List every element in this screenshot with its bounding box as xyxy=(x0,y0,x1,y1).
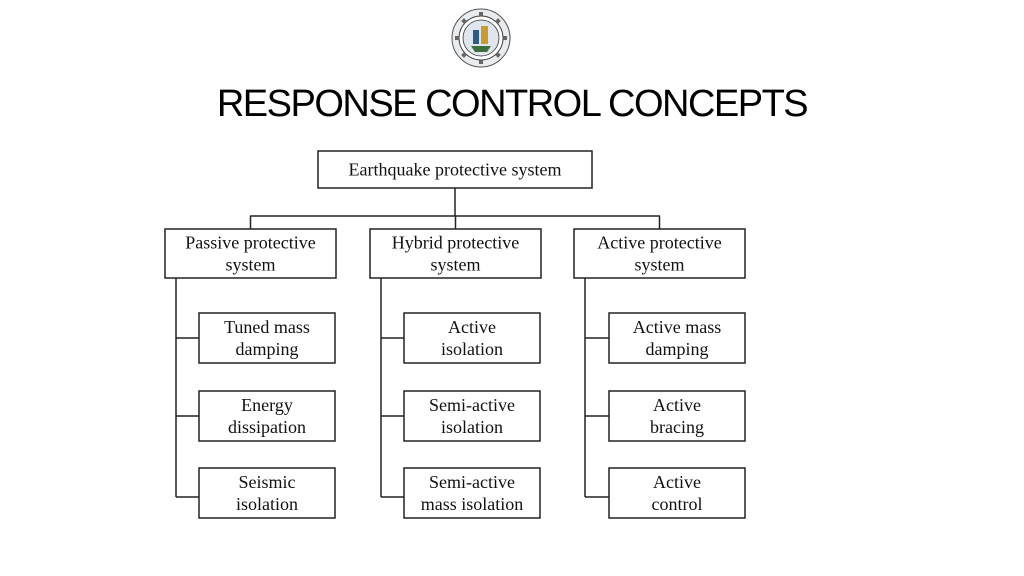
child-box-label: Seismic xyxy=(239,472,296,492)
child-box-label: isolation xyxy=(441,339,503,359)
branch-box xyxy=(369,228,542,279)
child-box xyxy=(403,467,541,519)
slide-title: RESPONSE CONTROL CONCEPTS xyxy=(216,83,809,125)
child-box xyxy=(608,312,746,364)
branch-box-label: Passive protective xyxy=(185,233,315,253)
root-box-label: Earthquake protective system xyxy=(349,160,562,180)
child-box xyxy=(403,390,541,442)
child-box xyxy=(198,312,336,364)
child-box xyxy=(403,312,541,364)
branch-box-label: Active protective xyxy=(597,233,721,253)
child-box-label: damping xyxy=(236,339,299,359)
child-box-label: Semi-active xyxy=(429,472,515,492)
child-box xyxy=(608,467,746,519)
child-box-label: Active mass xyxy=(633,317,721,337)
child-box xyxy=(198,467,336,519)
child-box-label: damping xyxy=(646,339,709,359)
branch-box xyxy=(164,228,337,279)
child-box-label: Active xyxy=(448,317,496,337)
child-box-label: dissipation xyxy=(228,417,306,437)
child-box-label: isolation xyxy=(236,494,298,514)
faculty-seal-logo xyxy=(451,8,511,68)
branch-box xyxy=(573,228,746,279)
child-box-label: Active xyxy=(653,395,701,415)
child-box-label: Semi-active xyxy=(429,395,515,415)
child-box-label: mass isolation xyxy=(421,494,524,514)
child-box xyxy=(608,390,746,442)
branch-box-label: Hybrid protective xyxy=(392,233,519,253)
branch-box-label: system xyxy=(430,255,480,275)
child-box-label: Active xyxy=(653,472,701,492)
child-box-label: control xyxy=(652,494,703,514)
branch-box-label: system xyxy=(225,255,275,275)
child-box-label: Tuned mass xyxy=(224,317,310,337)
child-box-label: isolation xyxy=(441,417,503,437)
root-box xyxy=(317,150,593,189)
child-box-label: Energy xyxy=(241,395,293,415)
child-box-label: bracing xyxy=(650,417,704,437)
child-box xyxy=(198,390,336,442)
branch-box-label: system xyxy=(634,255,684,275)
